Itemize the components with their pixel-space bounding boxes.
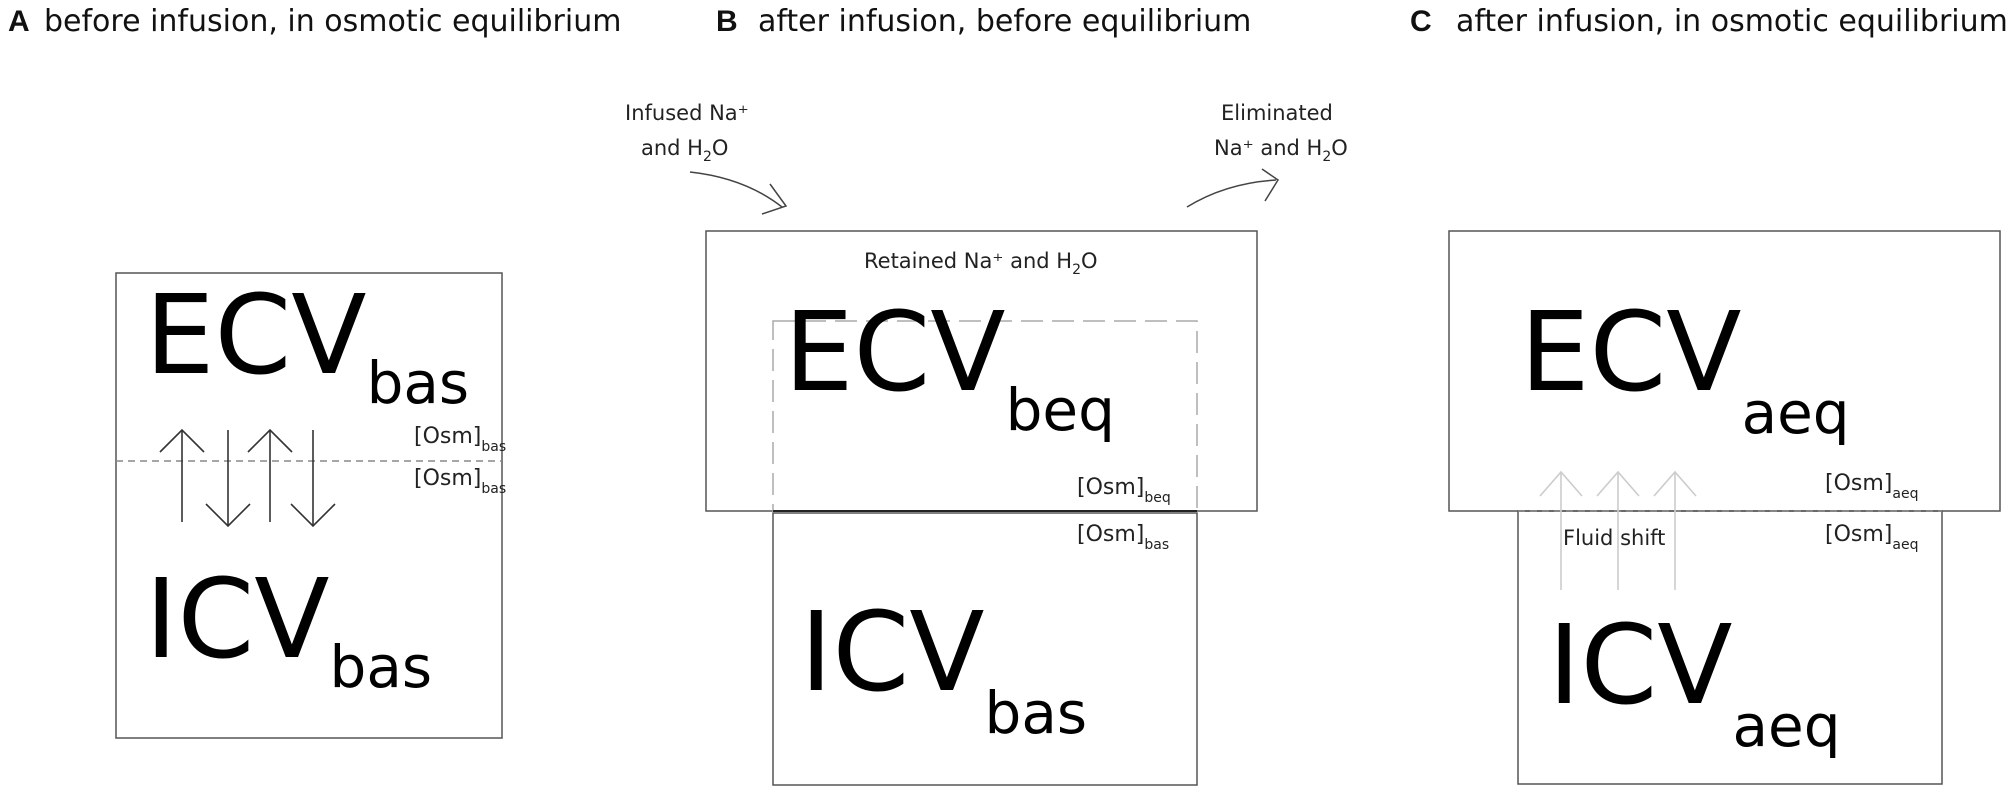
panel-b-eliminated-line1: Eliminated: [1221, 101, 1333, 125]
panel-c-ecv-sub: aeq: [1742, 379, 1850, 447]
panel-c-fluid-shift-arrows: [1539, 470, 1697, 590]
panel-c-title: after infusion, in osmotic equilibrium: [1456, 4, 2008, 39]
elimination-curved-arrow-icon: [1186, 168, 1280, 208]
panel-b-ecv-label: ECVbeq: [784, 288, 1115, 444]
panel-c-ecv-label: ECVaeq: [1520, 288, 1850, 447]
panel-b-eliminated-line2: Na⁺ and H2O: [1214, 136, 1348, 165]
panel-b: B after infusion, before equilibrium Inf…: [625, 4, 1348, 786]
panel-b-osm-lower-sub: bas: [1144, 537, 1169, 553]
panel-b-infused-line2-pre: and H: [641, 136, 703, 160]
panel-a-ecv-main: ECV: [145, 271, 367, 399]
panel-b-eliminated-line2-sub: 2: [1322, 149, 1331, 165]
panel-a-ecv-sub: bas: [367, 349, 470, 417]
up-arrow-icon: [1539, 470, 1583, 590]
panel-a-letter: A: [8, 5, 30, 38]
panel-b-infused-line2: and H2O: [641, 136, 728, 165]
up-arrow-icon: [1653, 470, 1697, 590]
panel-c: C after infusion, in osmotic equilibrium…: [1410, 4, 2008, 785]
panel-a-title: before infusion, in osmotic equilibrium: [44, 4, 621, 39]
panel-a-osm-upper: [Osm]bas: [414, 424, 506, 455]
panel-c-icv-main: ICV: [1548, 601, 1733, 729]
panel-b-osm-lower-main: [Osm]: [1077, 522, 1144, 547]
panel-c-fluid-shift-label: Fluid shift: [1563, 526, 1665, 550]
panel-a-icv-main: ICV: [145, 555, 330, 683]
panel-b-osm-upper: [Osm]beq: [1077, 475, 1171, 506]
panel-b-icv-label: ICVbas: [800, 588, 1087, 747]
up-arrow-icon: [159, 428, 205, 522]
panel-b-retained-pre: Retained Na⁺ and H: [864, 249, 1072, 273]
panel-c-icv-sub: aeq: [1733, 692, 1841, 760]
panel-a: A before infusion, in osmotic equilibriu…: [8, 4, 621, 739]
down-arrow-icon: [205, 430, 251, 528]
panel-b-osm-upper-sub: beq: [1144, 490, 1170, 506]
up-arrow-icon: [1596, 470, 1640, 590]
panel-c-osm-upper-main: [Osm]: [1825, 471, 1892, 496]
panel-b-infused-line1: Infused Na⁺: [625, 101, 749, 125]
panel-b-retained-sub: 2: [1072, 262, 1081, 278]
panel-c-osm-upper-sub: aeq: [1892, 486, 1918, 502]
panel-c-icv-box: [1517, 510, 1943, 785]
panel-b-infused-line2-post: O: [712, 136, 729, 160]
panel-a-osm-lower: [Osm]bas: [414, 466, 506, 497]
panel-c-icv-label: ICVaeq: [1548, 601, 1841, 760]
panel-b-eliminated-line2-pre: Na⁺ and H: [1214, 136, 1322, 160]
up-arrow-icon: [247, 428, 293, 522]
panel-c-osm-lower: [Osm]aeq: [1825, 522, 1918, 553]
panel-a-cell-box: [115, 272, 503, 739]
infusion-curved-arrow-icon: [689, 171, 788, 215]
panel-b-osm-lower: [Osm]bas: [1077, 522, 1169, 553]
panel-a-icv-label: ICVbas: [145, 555, 432, 701]
panel-b-icv-main: ICV: [800, 588, 985, 716]
panel-a-osm-upper-sub: bas: [481, 439, 506, 455]
down-arrow-icon: [290, 430, 336, 528]
panel-b-icv-sub: bas: [985, 679, 1088, 747]
panel-a-icv-sub: bas: [330, 633, 433, 701]
panel-b-infused-line2-sub: 2: [703, 149, 712, 165]
panel-b-eliminated-line2-post: O: [1331, 136, 1348, 160]
panel-c-osm-upper: [Osm]aeq: [1825, 471, 1918, 502]
panel-b-ecv-sub: beq: [1006, 376, 1115, 444]
panel-c-ecv-main: ECV: [1520, 288, 1742, 416]
panel-b-ecv-main: ECV: [784, 288, 1006, 416]
panel-b-title: after infusion, before equilibrium: [758, 4, 1251, 39]
panel-b-retained-post: O: [1081, 249, 1098, 273]
panel-a-osm-lower-main: [Osm]: [414, 466, 481, 491]
panel-b-icv-box: [772, 512, 1198, 786]
panel-b-letter: B: [716, 5, 738, 38]
panel-c-letter: C: [1410, 5, 1432, 38]
panel-a-osm-lower-sub: bas: [481, 481, 506, 497]
panel-a-ecv-label: ECVbas: [145, 271, 469, 417]
panel-a-exchange-arrows: [159, 428, 336, 528]
panel-b-osm-upper-main: [Osm]: [1077, 475, 1144, 500]
panel-a-osm-upper-main: [Osm]: [414, 424, 481, 449]
panel-c-osm-lower-sub: aeq: [1892, 537, 1918, 553]
panel-b-retained-label: Retained Na⁺ and H2O: [864, 249, 1098, 278]
panel-c-osm-lower-main: [Osm]: [1825, 522, 1892, 547]
